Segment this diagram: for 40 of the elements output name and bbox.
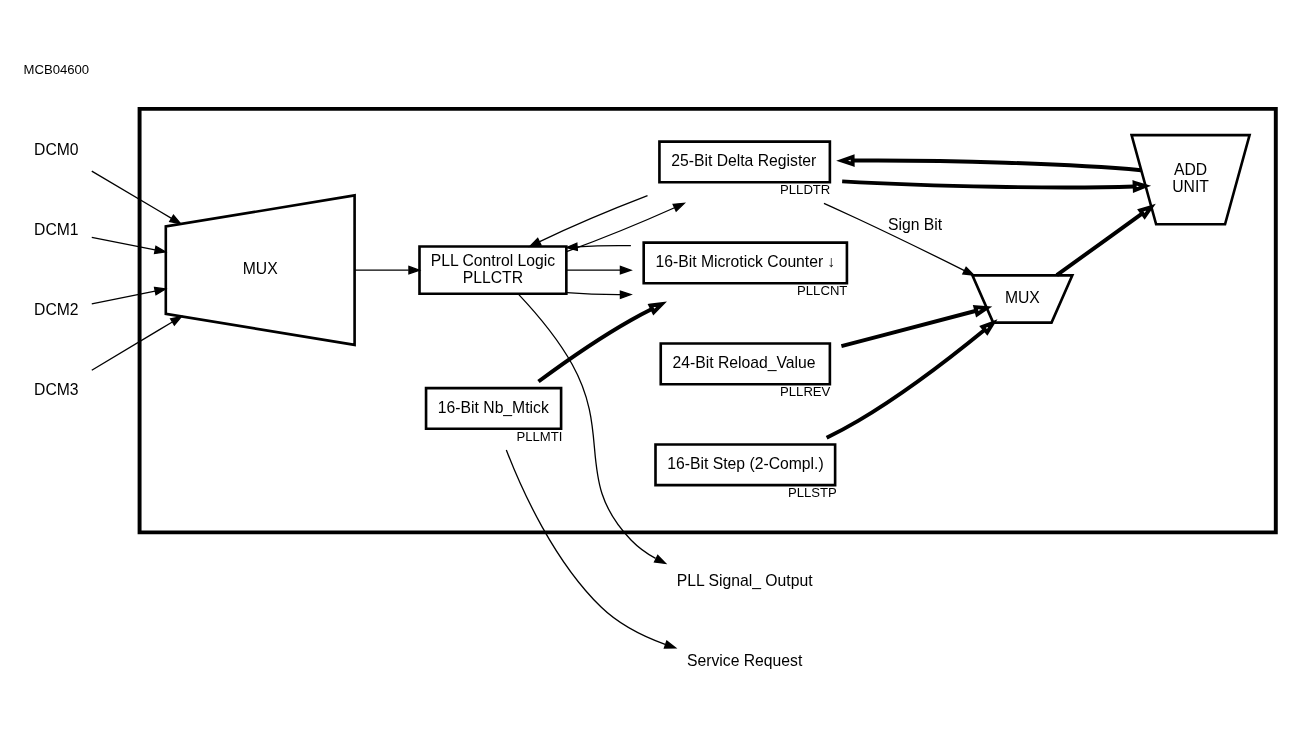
arrow — [91, 315, 184, 371]
edge-label: Sign Bit — [888, 215, 943, 233]
arrow — [505, 448, 678, 649]
node-box: 16-Bit Nb_Mtick — [424, 386, 563, 430]
arrow — [537, 301, 667, 383]
arrow — [91, 236, 168, 254]
node-label: PLLREV — [780, 383, 831, 399]
node-box: 16-Bit Microtick Counter ↓ — [642, 240, 849, 285]
node-box: 16-Bit Step (2-Compl.) — [654, 442, 837, 486]
node-text: DCM2 — [34, 300, 79, 318]
arrow — [91, 169, 183, 225]
arrow — [825, 318, 998, 440]
arrow — [354, 265, 422, 275]
node-box: 24-Bit Reload_Value — [659, 341, 832, 385]
arrow — [823, 202, 976, 276]
node-text: Service Request — [686, 651, 803, 669]
node-label: PLLDTR — [780, 181, 831, 197]
node-box: MUX — [164, 193, 356, 346]
arrow — [91, 286, 168, 305]
arrow — [564, 241, 632, 251]
node-text: DCM1 — [34, 220, 79, 238]
arrow — [565, 202, 686, 252]
arrow — [528, 194, 649, 247]
node-label: PLLSTP — [787, 484, 837, 500]
node-label: PLLCNT — [797, 282, 848, 298]
arrow — [517, 292, 668, 564]
arrow — [565, 289, 633, 299]
node-box: PLL Control Logic PLLCTR — [418, 244, 568, 295]
node-text: DCM3 — [34, 380, 79, 398]
arrow — [842, 178, 1152, 193]
node-box: 25-Bit Delta Register — [658, 139, 832, 184]
node-text: DCM0 — [34, 140, 79, 158]
arrow — [1055, 203, 1156, 277]
arrow — [836, 153, 1142, 172]
arrow — [565, 265, 633, 275]
label: MCB04600 — [23, 61, 90, 77]
node-label: PLLMTI — [516, 428, 563, 444]
cluster — [137, 106, 1278, 534]
arrow — [840, 304, 993, 348]
node-text: PLL Signal_ Output — [676, 571, 813, 589]
